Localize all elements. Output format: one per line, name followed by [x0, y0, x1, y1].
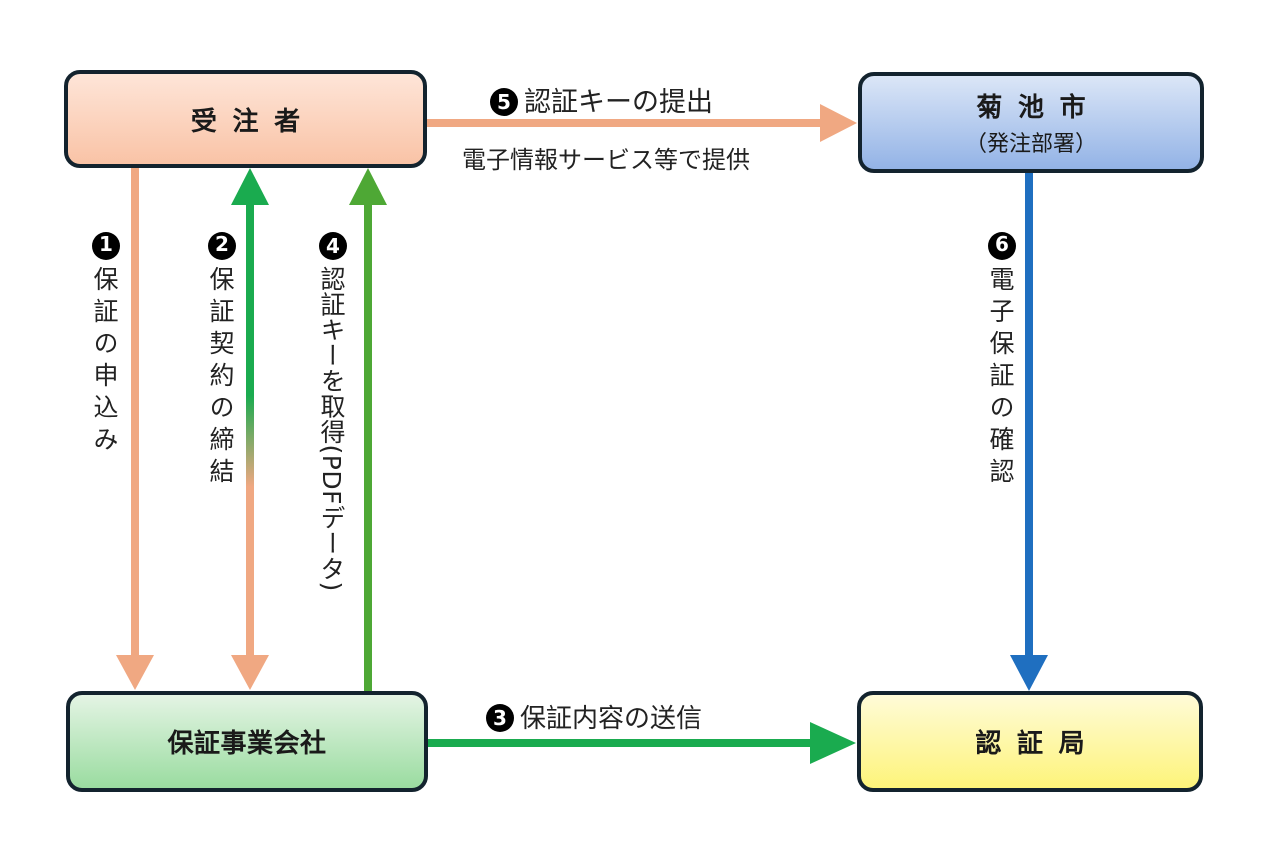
step-4-number-badge: 4 [319, 232, 347, 260]
step-2-number-badge: 2 [208, 232, 236, 263]
node-certification-authority: 認証局 [857, 691, 1203, 792]
step-1-number-badge: 1 [92, 232, 120, 263]
step-2-text: 保証契約の締結 [206, 266, 235, 490]
step-4-label: 4 認証キーを取得(PDFデータ) [313, 232, 349, 592]
arrow-step-4 [349, 168, 387, 692]
step-5-number-badge: 5 [490, 88, 518, 116]
step-6-text: 電子保証の確認 [986, 266, 1015, 490]
node-city: 菊池市 （発注部署） [858, 72, 1204, 173]
step-6-number-badge: 6 [988, 232, 1016, 263]
arrow-step-2 [231, 168, 269, 690]
step-1-text: 保証の申込 [90, 266, 119, 426]
arrow-step-1 [116, 168, 154, 690]
node-guarantor: 保証事業会社 [66, 691, 428, 792]
arrow-step-6 [1010, 173, 1048, 691]
node-contractor-title: 受注者 [190, 106, 316, 137]
node-city-subtitle: （発注部署） [964, 132, 1097, 157]
node-contractor: 受注者 [64, 70, 427, 168]
node-guarantor-title: 保証事業会社 [167, 729, 327, 759]
step-3-text: 保証内容の送信 [520, 704, 703, 734]
arrow-step-3 [428, 722, 856, 764]
step-5-text: 認証キーの提出 [524, 87, 713, 118]
node-city-title: 菊池市 [976, 93, 1102, 123]
step-4-text: 認証キーを取得(PDFデータ) [317, 266, 346, 592]
step-5-sublabel: 電子情報サービス等で提供 [462, 146, 750, 174]
step-1-text-end: み [90, 426, 119, 458]
arrow-step-5 [427, 104, 857, 142]
step-2-label: 2 保証契約の締結 [202, 232, 238, 490]
node-certification-title: 認証局 [975, 729, 1101, 759]
step-6-label: 6 電子保証の確認 [982, 232, 1018, 490]
step-1-label: 1 保証の申込み [86, 232, 122, 458]
step-3-number-badge: 3 [486, 704, 514, 732]
